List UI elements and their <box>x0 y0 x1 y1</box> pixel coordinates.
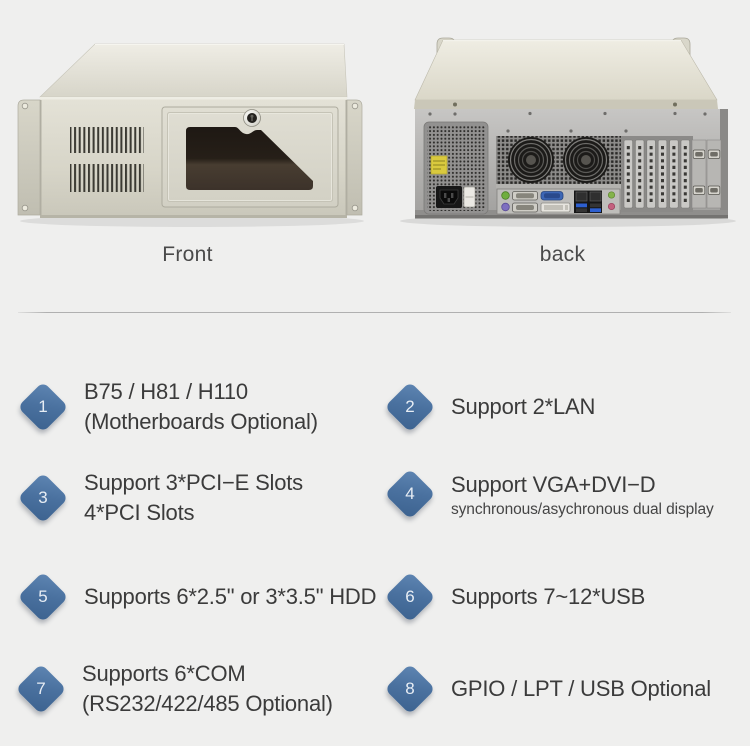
feature-text-line: (Motherboards Optional) <box>84 409 318 434</box>
section-divider <box>18 312 731 313</box>
back-view-photo <box>375 0 750 240</box>
feature-item-1: 1 B75 / H81 / H110 (Motherboards Optiona… <box>18 376 318 438</box>
feature-number-badge: 6 <box>385 572 435 622</box>
feature-text-line: Supports 6*COM <box>82 661 246 686</box>
feature-text-line: Support VGA+DVI−D <box>451 471 656 497</box>
lan-usb-block <box>574 190 602 213</box>
com-port-brackets <box>691 139 722 209</box>
dvi-port <box>540 202 571 213</box>
expansion-slots <box>621 136 693 212</box>
io-panel <box>496 188 621 215</box>
front-view-label: Front <box>162 243 213 266</box>
com-port <box>692 185 706 195</box>
feature-number-badge: 5 <box>18 572 68 622</box>
fan-grille-right <box>563 137 609 183</box>
com-port <box>692 149 706 159</box>
feature-number: 2 <box>405 397 415 416</box>
feature-item-3: 3 Support 3*PCI−E Slots 4*PCI Slots <box>18 467 303 529</box>
chassis-top-lid <box>414 39 718 109</box>
serial-ports <box>512 191 538 213</box>
feature-item-4: 4 Support VGA+DVI−D synchronous/asychron… <box>385 463 714 525</box>
feature-text-line: Supports 6*2.5" or 3*3.5" HDD <box>84 584 377 609</box>
com-port <box>707 149 721 159</box>
vga-port <box>540 191 564 201</box>
feature-number: 5 <box>38 587 48 606</box>
feature-number: 3 <box>38 488 48 507</box>
front-view-photo <box>0 0 375 240</box>
door-window <box>186 127 313 190</box>
psu-module <box>423 121 489 215</box>
feature-number: 4 <box>405 484 415 503</box>
feature-item-8: 8 GPIO / LPT / USB Optional <box>385 658 711 720</box>
feature-item-6: 6 Supports 7~12*USB <box>385 566 645 628</box>
feature-item-5: 5 Supports 6*2.5" or 3*3.5" HDD <box>18 566 376 628</box>
feature-number: 7 <box>36 679 46 698</box>
feature-text-line: Support 3*PCI−E Slots <box>84 470 303 495</box>
feature-item-2: 2 Support 2*LAN <box>385 376 595 438</box>
front-vent-grille <box>70 127 144 192</box>
back-chassis-illustration <box>400 37 736 227</box>
power-inlet <box>436 186 462 208</box>
feature-text-line: Supports 7~12*USB <box>451 584 646 609</box>
feature-text-line: GPIO / LPT / USB Optional <box>451 676 711 701</box>
panel-screws <box>428 111 707 133</box>
feature-text-line: 4*PCI Slots <box>84 500 195 525</box>
cooling-fan-area <box>496 136 621 189</box>
feature-text-subline: synchronous/asychronous dual display <box>451 500 714 518</box>
feature-text-line: (RS232/422/485 Optional) <box>82 691 333 716</box>
rack-ear-left <box>17 99 41 216</box>
fan-grille-left <box>508 137 554 183</box>
feature-text-line: B75 / H81 / H110 <box>84 379 248 404</box>
front-door <box>161 106 339 208</box>
audio-jacks <box>607 191 616 211</box>
feature-text-line: Support 2*LAN <box>451 394 596 419</box>
feature-number-badge: 4 <box>385 469 435 519</box>
front-chassis-illustration <box>17 43 364 227</box>
feature-item-7: 7 Supports 6*COM (RS232/422/485 Optional… <box>16 658 333 720</box>
chassis-top-surface <box>39 43 348 98</box>
feature-number-badge: 8 <box>385 664 435 714</box>
com-port <box>707 185 721 195</box>
door-lock <box>243 109 261 127</box>
ps2-ports <box>501 191 510 212</box>
feature-number-badge: 2 <box>385 382 435 432</box>
rack-ear-right <box>346 99 363 216</box>
feature-number-badge: 7 <box>16 664 66 714</box>
feature-number: 6 <box>405 587 415 606</box>
feature-number-badge: 3 <box>18 473 68 523</box>
power-switch <box>463 186 476 208</box>
feature-number-badge: 1 <box>18 382 68 432</box>
back-view-label: back <box>539 243 586 266</box>
feature-number: 8 <box>405 679 415 698</box>
feature-number: 1 <box>38 397 48 416</box>
